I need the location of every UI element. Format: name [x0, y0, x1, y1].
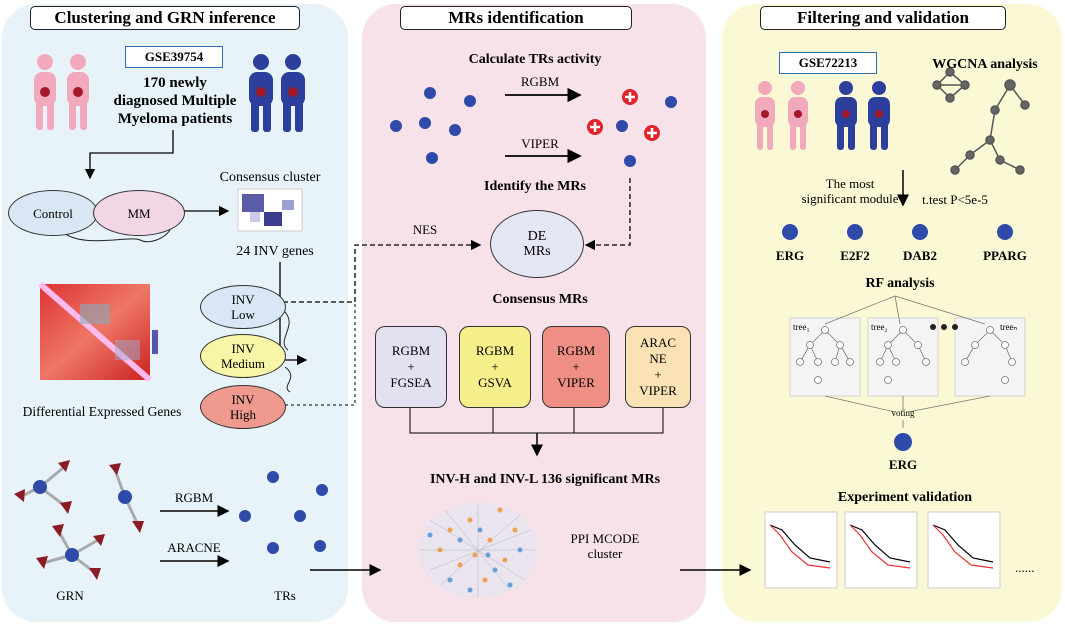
- rgbm-activity-label: RGBM: [520, 74, 560, 89]
- gene-erg-label: ERG: [775, 248, 805, 263]
- erg-node-icon: [894, 433, 912, 451]
- inv-genes-label: 24 INV genes: [236, 244, 314, 259]
- rgbm-method-label: RGBM: [174, 490, 214, 505]
- random-forest-image: [789, 295, 1026, 428]
- patients-label: 170 newly diagnosed Multiple Myeloma pat…: [113, 75, 237, 127]
- panel-title-mrs: MRs identification: [400, 6, 632, 30]
- identify-mrs-label: Identify the MRs: [484, 179, 586, 194]
- method-rgbm-fgsea: RGBM + FGSEA: [375, 326, 447, 408]
- nes-label: NES: [412, 222, 438, 237]
- de-mrs-circle: DE MRs: [490, 210, 584, 278]
- treen-label: treeₙ: [1000, 322, 1018, 332]
- method-aracne-viper: ARAC NE + VIPER: [625, 326, 691, 408]
- ttest-label: t.test P<5e-5: [922, 192, 988, 207]
- panel-title-clustering: Clustering and GRN inference: [30, 6, 300, 30]
- module-label: The most significant module: [801, 176, 899, 206]
- viper-activity-label: VIPER: [521, 136, 559, 151]
- gene-e2f2-label: E2F2: [840, 248, 870, 263]
- consensus-cluster-thumbnail: [237, 188, 303, 232]
- experiment-validation-label: Experiment validation: [837, 490, 973, 505]
- tree1-label: tree₁: [793, 322, 810, 332]
- grn-label: GRN: [56, 588, 84, 603]
- ppi-mcode-label: PPI MCODE cluster: [570, 531, 640, 561]
- male-figure-icon: [835, 81, 890, 150]
- tr-node-icons: [239, 471, 328, 554]
- triangle-target-icons: [14, 460, 144, 580]
- more-dots: ......: [1015, 560, 1035, 575]
- plus-activity-icons: [587, 89, 660, 141]
- mm-oval: MM: [93, 190, 185, 236]
- calc-activity-label: Calculate TRs activity: [468, 52, 602, 67]
- trs-label: TRs: [274, 588, 296, 603]
- ppi-network-image: [418, 502, 538, 598]
- inv-low-oval: INV Low: [200, 285, 286, 329]
- heatmap-image: [38, 281, 158, 383]
- gene-pparg-label: PPARG: [983, 248, 1027, 263]
- significant-mrs-label: INV-H and INV-L 136 significant MRs: [429, 472, 661, 487]
- female-figure-icon: [755, 81, 808, 150]
- grn-node-icons: [33, 480, 132, 562]
- rf-analysis-label: RF analysis: [865, 276, 935, 291]
- method-rgbm-viper: RGBM + VIPER: [542, 326, 610, 408]
- inv-high-oval: INV High: [200, 385, 286, 429]
- dataset-gse72213: GSE72213: [779, 52, 877, 74]
- survival-curves-image: [764, 511, 1001, 589]
- consensus-cluster-label: Consensus cluster: [219, 170, 321, 185]
- activity-node-icons: [390, 87, 677, 167]
- panel-title-filtering: Filtering and validation: [760, 6, 1006, 30]
- aracne-method-label: ARACNE: [167, 540, 221, 555]
- female-figure-icon: [34, 54, 89, 130]
- tree2-label: tree₂: [871, 322, 888, 332]
- wgcna-label: WGCNA analysis: [932, 57, 1038, 72]
- inv-medium-oval: INV Medium: [200, 334, 286, 378]
- method-rgbm-gsva: RGBM + GSVA: [459, 326, 531, 408]
- erg-result-label: ERG: [888, 457, 918, 472]
- control-oval: Control: [8, 190, 98, 236]
- deg-label: Differential Expressed Genes: [22, 404, 182, 419]
- candidate-gene-node-icons: [782, 224, 1013, 240]
- wgcna-network-icon: [932, 67, 1030, 175]
- mrs-identification-panel: [362, 4, 706, 622]
- consensus-mrs-label: Consensus MRs: [492, 292, 588, 307]
- male-figure-icon: [249, 54, 305, 132]
- voting-label: voting: [891, 408, 915, 418]
- gene-dab2-label: DAB2: [903, 248, 937, 263]
- dataset-gse39754: GSE39754: [125, 46, 223, 68]
